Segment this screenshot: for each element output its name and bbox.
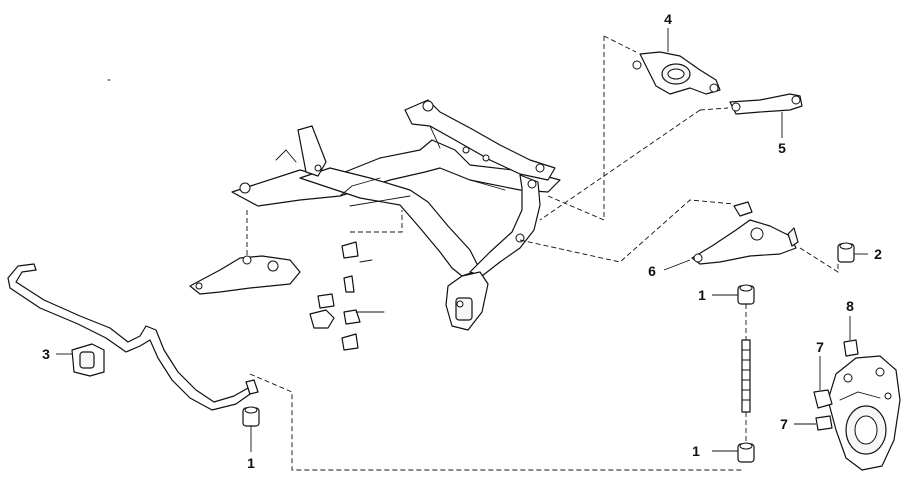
callout-6: 6: [648, 263, 656, 279]
spring-seat-part-4: [547, 28, 721, 221]
bushing-part-7-upper: [813, 356, 833, 409]
bushing-part-1-left: [242, 406, 260, 452]
bushing-part-1-upper: [712, 284, 755, 340]
stud-rod: [741, 339, 751, 444]
callout-5: 5: [778, 140, 786, 156]
bushing-part-2: [799, 242, 868, 273]
bushing-part-7-lower: [794, 415, 833, 431]
lateral-link-part-5: [539, 93, 803, 221]
callout-3: 3: [42, 346, 50, 362]
bushing-part-8: [843, 316, 859, 357]
stabilizer-bar: [7, 79, 251, 411]
bushing-part-3: [56, 343, 105, 377]
callout-1-lower: 1: [692, 443, 700, 459]
callout-7-upper: 7: [816, 339, 824, 355]
stabilizer-mount: [245, 373, 744, 471]
callout-7-lower: 7: [780, 416, 788, 432]
callout-1-upper: 1: [698, 287, 706, 303]
callout-1-left: 1: [247, 455, 255, 471]
rear-knuckle: [827, 355, 901, 471]
callout-4: 4: [664, 11, 672, 27]
lower-bracket-left: [189, 210, 301, 295]
lower-arm-part-6: [519, 199, 799, 271]
callout-8: 8: [846, 298, 854, 314]
hardware-stack: [309, 210, 403, 351]
callout-2: 2: [874, 246, 882, 262]
bushing-part-1-lower: [712, 442, 755, 463]
rear-subframe: [231, 99, 561, 331]
